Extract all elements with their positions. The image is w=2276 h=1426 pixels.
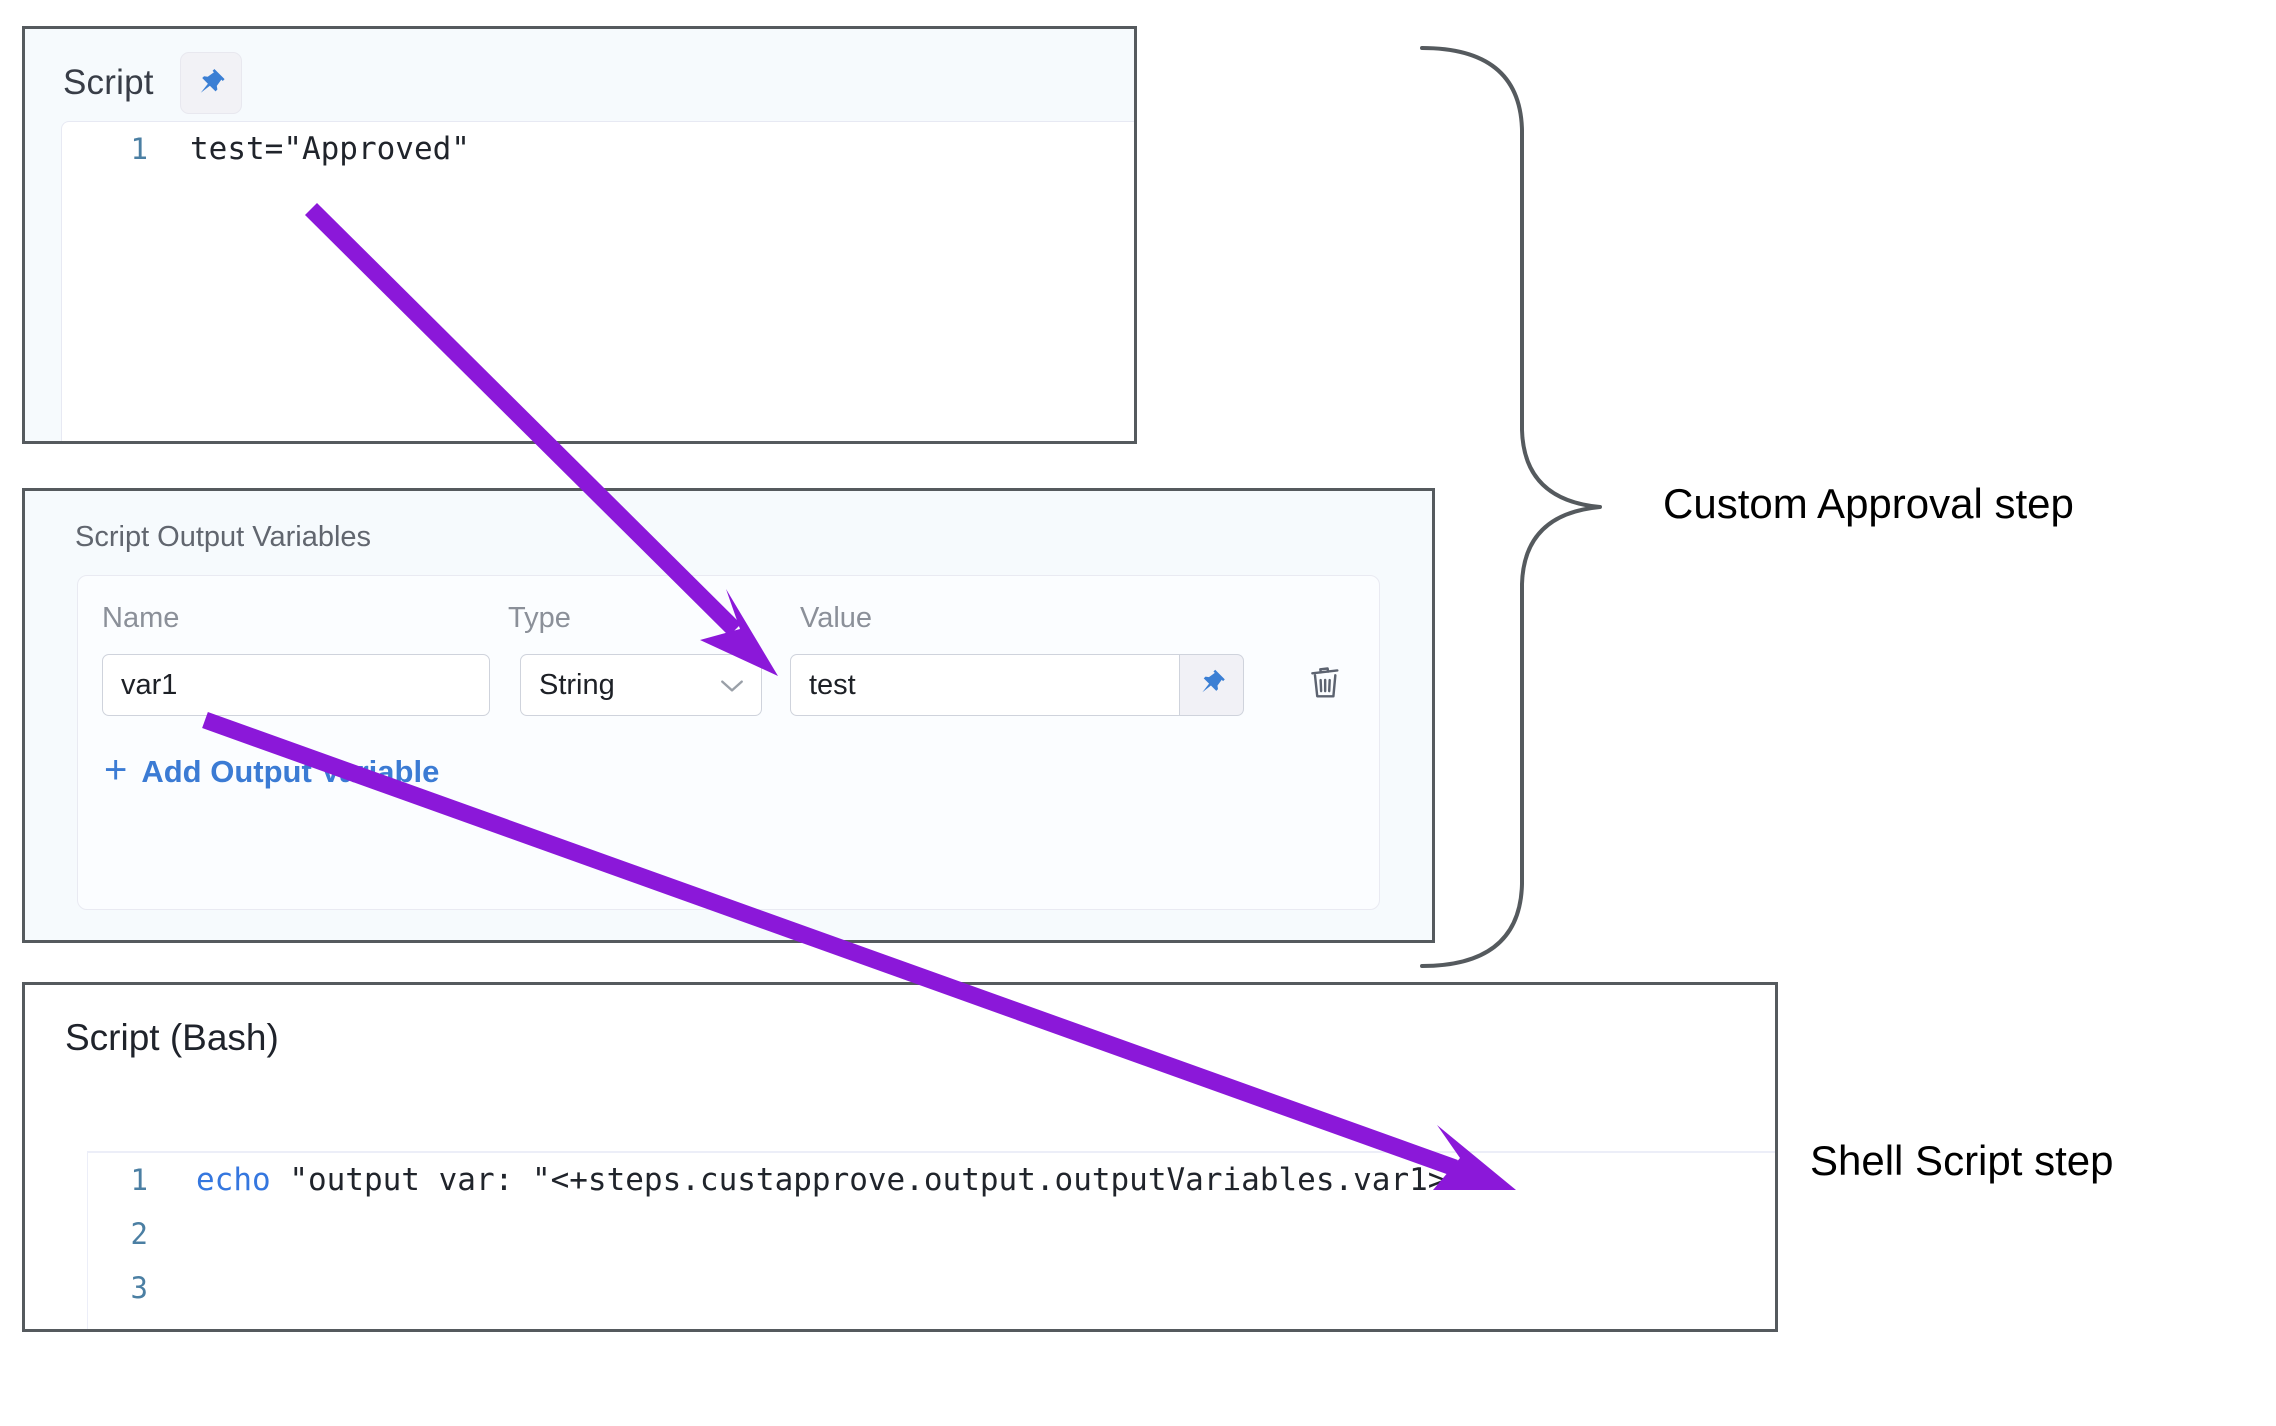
pin-icon: [1196, 667, 1228, 704]
script-output-variables-panel: Script Output Variables Name Type Value …: [22, 488, 1435, 943]
line-number: 3: [130, 1271, 148, 1305]
bash-code-editor[interactable]: 1 echo "output var: "<+steps.custapprove…: [87, 1151, 1775, 1329]
line-number: 1: [130, 1163, 148, 1197]
line-number: 2: [130, 1217, 148, 1251]
add-output-variable-button[interactable]: + Add Output Variable: [104, 748, 440, 792]
code-line: 3: [88, 1261, 1775, 1315]
code-text: echo "output var: "<+steps.custapprove.o…: [196, 1153, 1446, 1207]
variable-type-select[interactable]: String: [520, 654, 762, 716]
variable-name-input[interactable]: var1: [102, 654, 490, 716]
script-panel-header: Script: [25, 29, 1134, 115]
code-rest: "output var: "<+steps.custapprove.output…: [270, 1162, 1447, 1198]
variable-type-value: String: [539, 668, 615, 701]
script-panel: Script 1 test="Approved": [22, 26, 1137, 444]
annotation-custom-approval-step: Custom Approval step: [1663, 480, 2074, 527]
code-line: 1 test="Approved": [62, 122, 1134, 176]
column-header-type: Type: [508, 602, 571, 634]
curly-brace: [1420, 46, 1602, 968]
code-text: test="Approved": [190, 131, 470, 167]
variable-value-input[interactable]: test: [790, 654, 1180, 716]
script-panel-title: Script: [63, 63, 154, 102]
delete-variable-button[interactable]: [1298, 658, 1352, 714]
pin-icon: [194, 66, 228, 100]
plus-icon: +: [104, 748, 128, 792]
trash-icon: [1305, 663, 1345, 710]
output-variables-title: Script Output Variables: [75, 521, 372, 553]
column-header-name: Name: [102, 602, 180, 634]
bash-script-title: Script (Bash): [65, 1017, 279, 1058]
script-code-editor[interactable]: 1 test="Approved": [61, 121, 1134, 441]
code-line: 1 echo "output var: "<+steps.custapprove…: [88, 1153, 1775, 1207]
output-variables-card: Name Type Value var1 String test: [77, 575, 1380, 910]
bash-script-panel: Script (Bash) 1 echo "output var: "<+ste…: [22, 982, 1778, 1332]
add-output-variable-label: Add Output Variable: [141, 754, 440, 789]
code-line: 2: [88, 1207, 1775, 1261]
chevron-down-icon: [719, 672, 745, 698]
column-header-value: Value: [800, 602, 873, 634]
annotation-shell-script-step: Shell Script step: [1810, 1137, 2114, 1184]
output-variable-row: var1 String test: [102, 654, 1369, 716]
column-headers: Name Type Value: [102, 602, 1379, 642]
pin-icon-button[interactable]: [179, 52, 242, 114]
line-number: 1: [130, 132, 148, 166]
variable-value-pin-button[interactable]: [1180, 654, 1244, 716]
code-keyword: echo: [196, 1162, 271, 1198]
